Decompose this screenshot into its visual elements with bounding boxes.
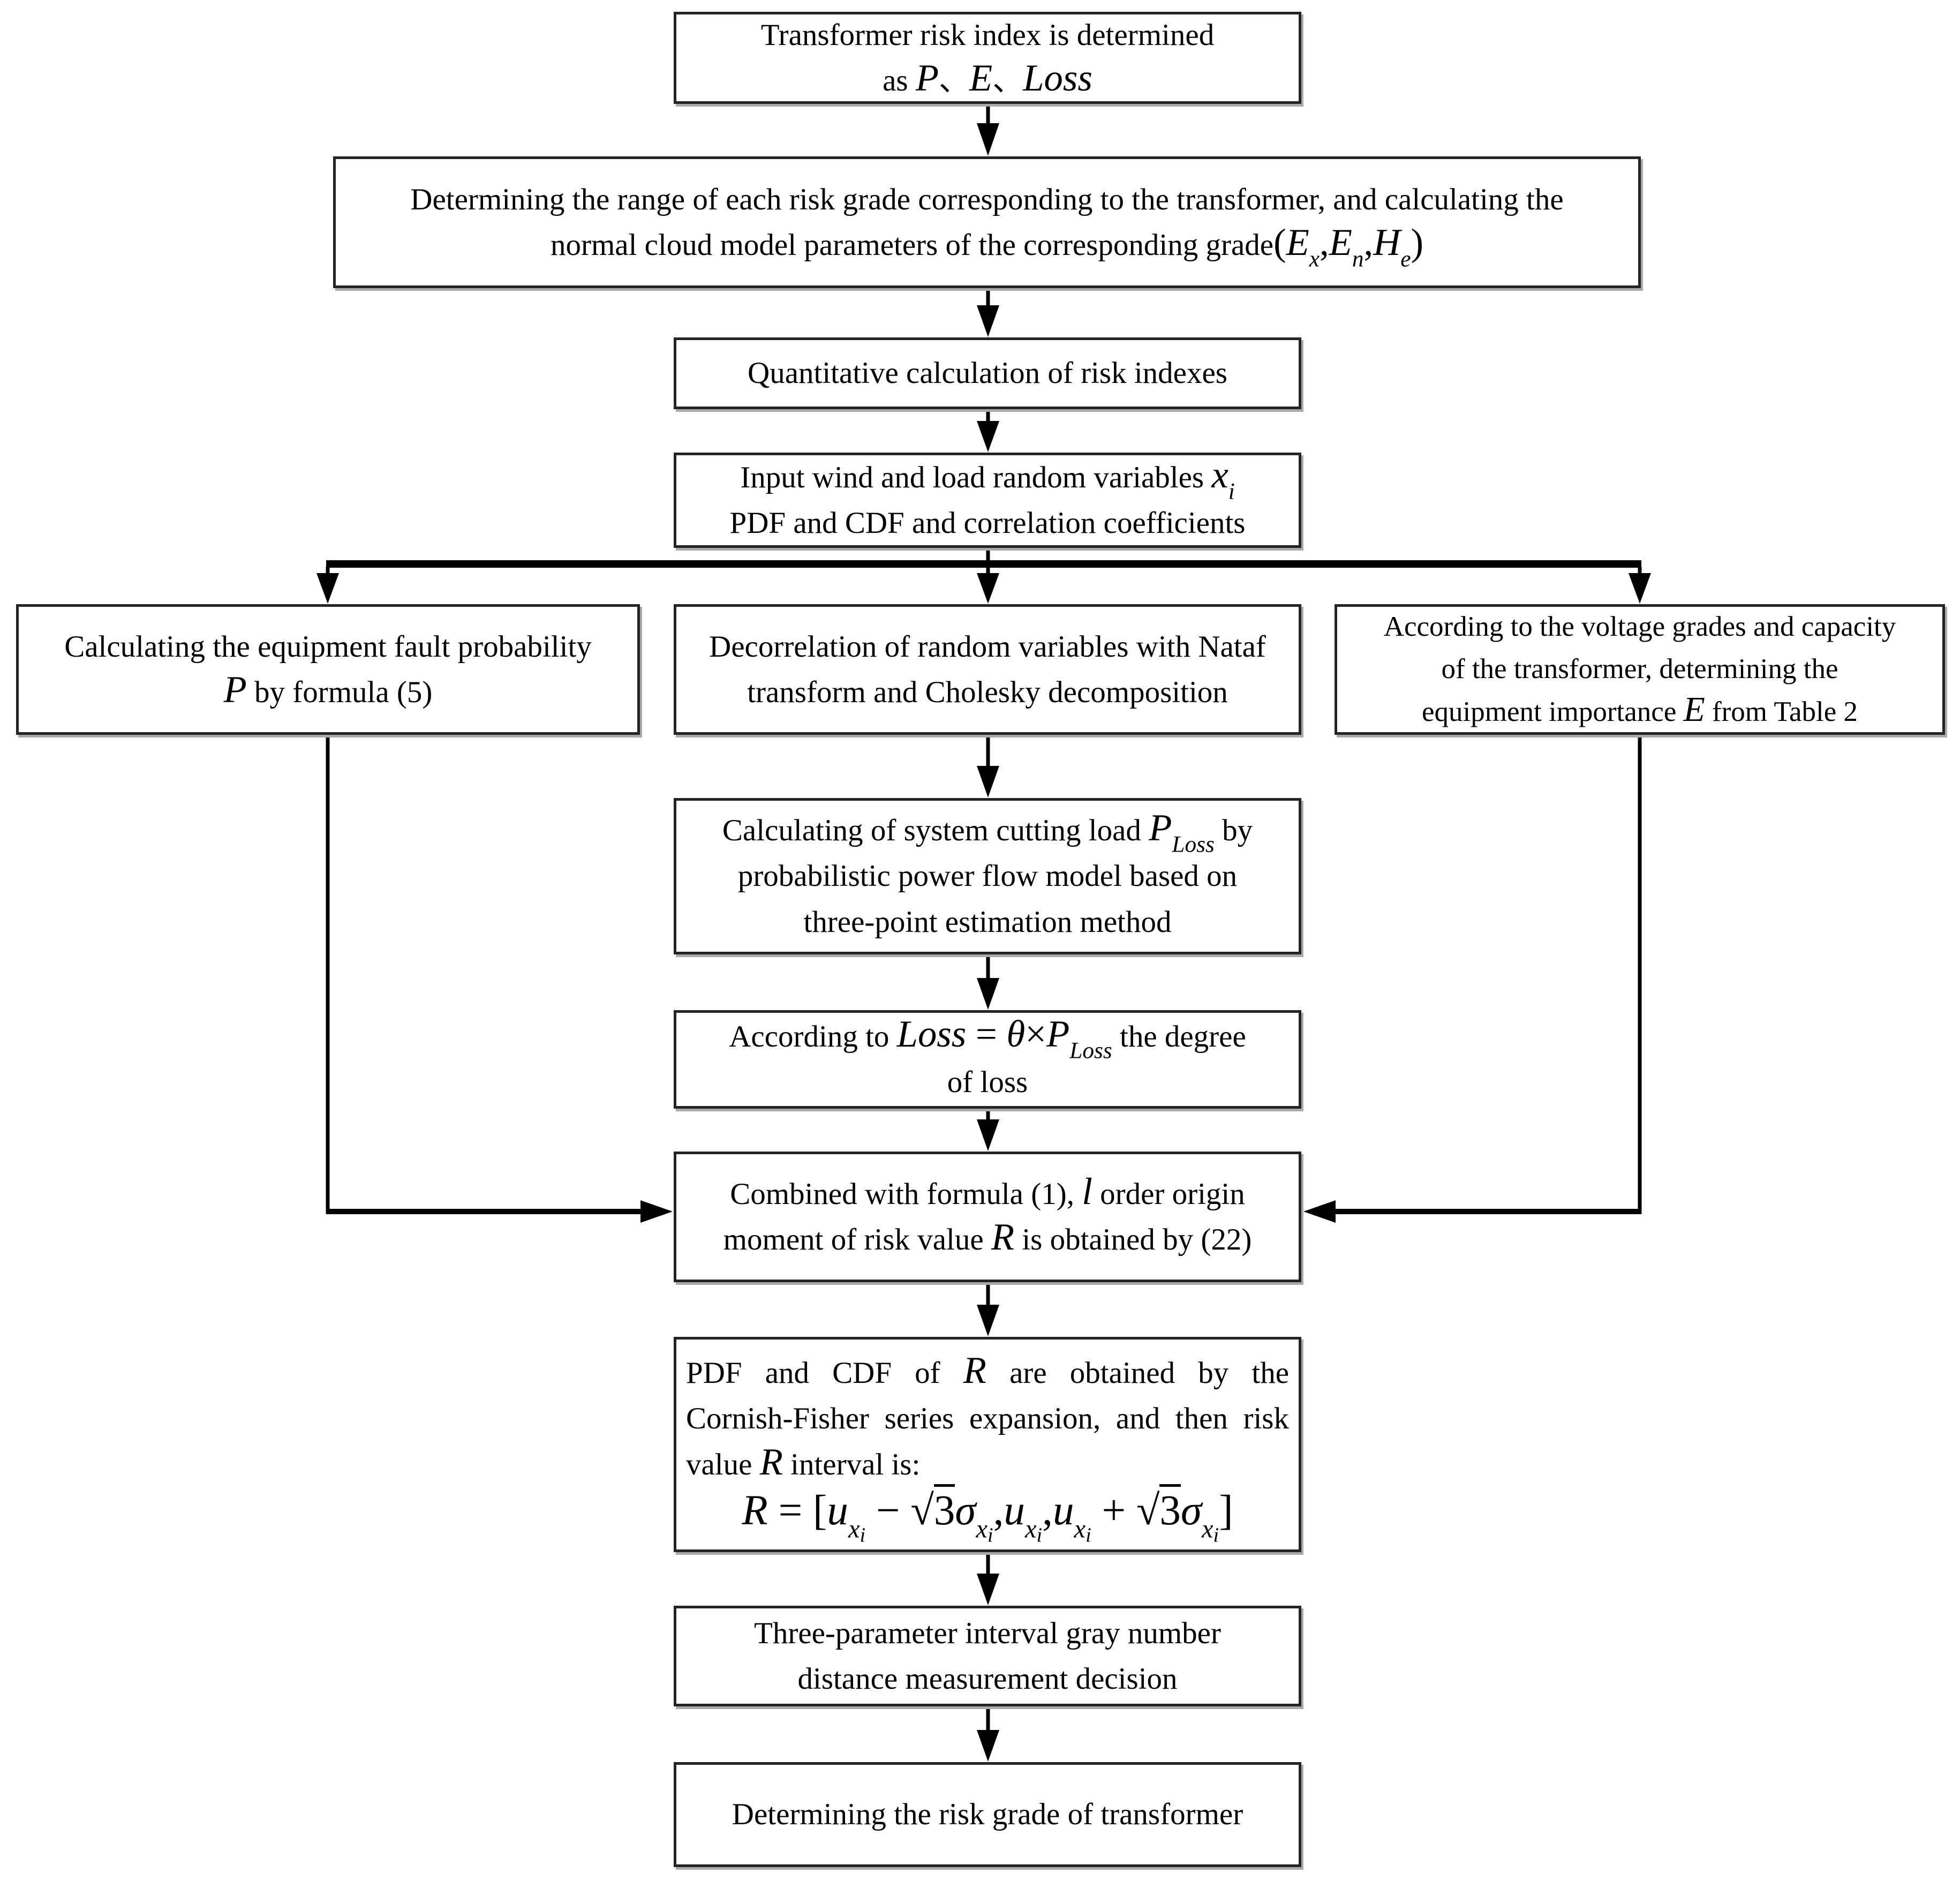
box-risk-grade-result: Determining the risk grade of transforme… [674,1762,1301,1867]
arrowhead-cutting-load-to-degree-of-loss [977,978,999,1010]
box-text-line: as P、E、Loss [883,57,1092,99]
arrowhead-split-to-decorrelation [977,573,999,604]
arrowhead-equipment-importance-to-origin-moment [1303,1200,1336,1223]
box-text-line: three-point estimation method [803,905,1172,939]
box-text-line: Cornish-Fisher series expansion, and the… [686,1402,1289,1436]
arrowhead-split-to-equipment-importance [1629,573,1651,604]
box-text-line: probabilistic power flow model based on [737,859,1238,893]
box-text-line: Quantitative calculation of risk indexes [748,356,1227,390]
box-text-line: Determining the risk grade of transforme… [732,1797,1243,1832]
arrowhead-risk-index-to-grade-range [977,123,999,156]
box-grade-range: Determining the range of each risk grade… [333,156,1641,288]
box-text-line: PDF and CDF of R are obtained by the [686,1349,1289,1391]
box-gray-number-decision: Three-parameter interval gray number dist… [674,1606,1301,1706]
box-text-line: of the transformer, determining the [1441,653,1838,685]
box-text-line: transform and Cholesky decomposition [747,675,1228,709]
box-decorrelation: Decorrelation of random variables with N… [674,604,1301,735]
box-text-line: PDF and CDF and correlation coefficients [729,506,1246,540]
arrowhead-quantitative-to-input [977,421,999,452]
split-bar [326,560,1641,568]
box-origin-moment: Combined with formula (1), l order origi… [674,1152,1301,1282]
box-text-line: Three-parameter interval gray number [754,1616,1221,1650]
box-text-line: Calculating the equipment fault probabil… [64,629,592,664]
box-text-line: According to the voltage grades and capa… [1383,611,1896,642]
box-text-line: Combined with formula (1), l order origi… [730,1170,1245,1213]
arrowhead-decorrelation-to-cutting-load [977,766,999,797]
arrowhead-degree-of-loss-to-origin-moment [977,1119,999,1151]
arrowhead-origin-moment-to-pdf-cdf [977,1305,999,1336]
box-text-line: R = [uxi − √3σxi,uxi,uxi + √3σxi] [686,1484,1289,1546]
box-text-line: P by formula (5) [223,669,433,711]
box-text-line: of loss [947,1065,1028,1099]
box-text-line: distance measurement decision [797,1662,1178,1696]
box-text-line: normal cloud model parameters of the cor… [550,222,1424,272]
box-text-line: According to Loss = θ×PLoss the degree [729,1013,1246,1064]
box-text-line: Decorrelation of random variables with N… [709,629,1266,664]
box-fault-probability: Calculating the equipment fault probabil… [16,604,640,735]
arrowhead-grade-range-to-quantitative [977,305,999,337]
box-text-line: value R interval is: [686,1441,921,1483]
arrowhead-fault-probability-to-origin-moment [640,1200,673,1223]
arrowhead-split-to-fault-probability [316,573,339,604]
box-text-line: moment of risk value R is obtained by (2… [723,1216,1252,1258]
box-risk-index: Transformer risk index is determined as P… [674,12,1301,104]
box-cutting-load: Calculating of system cutting load PLoss… [674,798,1301,954]
box-text-line: Determining the range of each risk grade… [410,182,1564,216]
box-text-line: Input wind and load random variables xi [740,454,1235,505]
box-text-line: Transformer risk index is determined [760,18,1215,52]
box-text-line: Calculating of system cutting load PLoss… [722,807,1253,857]
box-text-line: equipment importance E from Table 2 [1421,689,1858,729]
box-equipment-importance: According to the voltage grades and capa… [1335,604,1945,735]
arrowhead-pdf-cdf-to-gray-decision [977,1574,999,1605]
box-quantitative-calculation: Quantitative calculation of risk indexes [674,337,1301,409]
arrowhead-gray-decision-to-risk-grade [977,1730,999,1762]
